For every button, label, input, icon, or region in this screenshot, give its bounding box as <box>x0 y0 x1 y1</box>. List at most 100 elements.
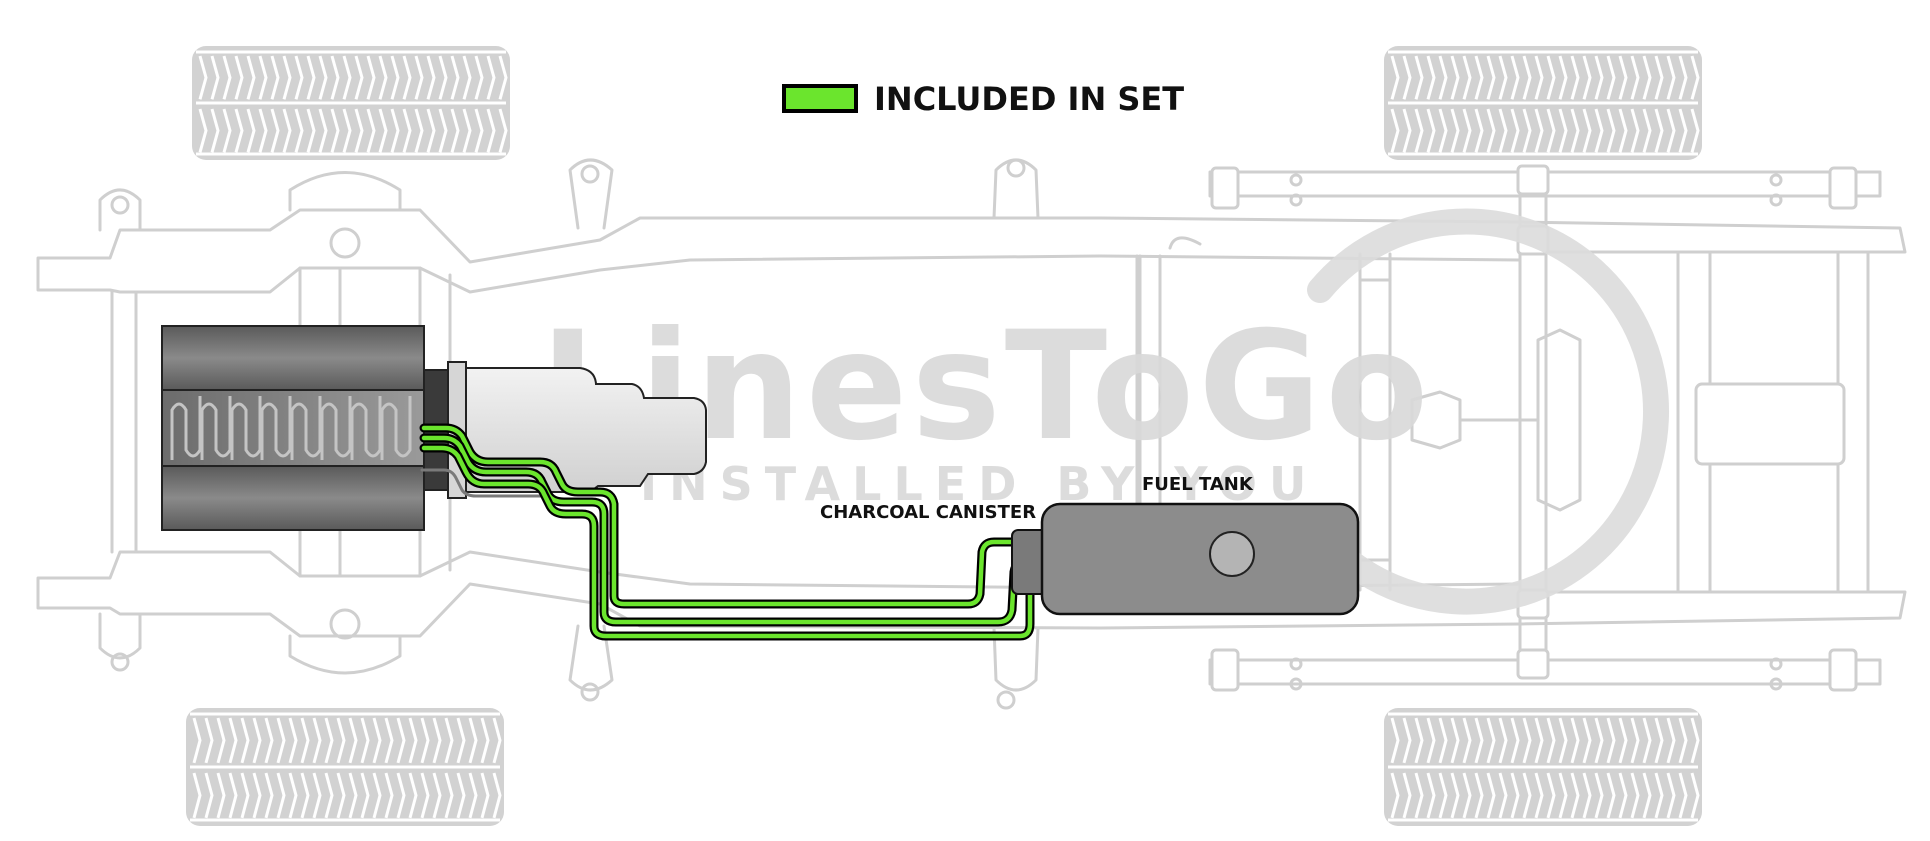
tire-tread-mark <box>1666 717 1676 764</box>
fuel-line-included <box>421 445 1045 639</box>
tire-tread-mark <box>1618 772 1628 819</box>
tire-tread-mark <box>1390 108 1400 153</box>
tire-tread-mark <box>492 717 502 764</box>
tire-tread-mark <box>1438 717 1448 764</box>
tire-tread-mark <box>1630 55 1640 100</box>
tire-tread-mark <box>204 717 214 764</box>
tire-tread-mark <box>1438 108 1448 153</box>
tire-tread-mark <box>456 772 466 819</box>
tire-tread-mark <box>1390 772 1400 819</box>
tire-tread-mark <box>276 772 286 819</box>
tire-tread-mark <box>390 55 400 100</box>
tire-tread-mark <box>1426 55 1436 100</box>
tire-tread-mark <box>1594 772 1604 819</box>
tire-tread-mark <box>336 717 346 764</box>
tire-tread-mark <box>1390 55 1400 100</box>
tire-tread-mark <box>1510 772 1520 819</box>
tire-tread-mark <box>1450 55 1460 100</box>
engine-rib <box>290 396 322 460</box>
tire-tread-mark <box>294 108 304 153</box>
tire-tread-mark <box>1498 717 1508 764</box>
tire-tread-mark <box>1414 717 1424 764</box>
tire-tread-mark <box>396 772 406 819</box>
tire-tread-mark <box>240 717 250 764</box>
tire-tread-mark <box>1450 717 1460 764</box>
tire-tread-mark <box>1438 772 1448 819</box>
tire-tread-mark <box>402 108 412 153</box>
tire-tread-mark <box>234 108 244 153</box>
engine-rib <box>350 396 382 460</box>
tire-tread-mark <box>1462 772 1472 819</box>
legend-swatch <box>782 84 858 113</box>
tire-tread-mark <box>396 717 406 764</box>
tire-tread-mark <box>492 772 502 819</box>
tire-tread-mark <box>1690 717 1700 764</box>
tire-tread-mark <box>1582 55 1592 100</box>
tire-tread-mark <box>306 55 316 100</box>
tire-tread-mark <box>1654 55 1664 100</box>
tire-tread-mark <box>192 717 202 764</box>
engine-rib <box>170 396 202 460</box>
tire-tread-mark <box>1570 717 1580 764</box>
tire-tread-mark <box>312 772 322 819</box>
tire-tread-mark <box>1546 717 1556 764</box>
tire-tread-mark <box>288 717 298 764</box>
tire-tread-mark <box>228 772 238 819</box>
tire-tread-mark <box>264 717 274 764</box>
fuel-tank: FUEL TANK <box>1040 474 1360 616</box>
tire-tread-mark <box>1498 108 1508 153</box>
tire-tread-mark <box>282 55 292 100</box>
vapor-line-grey <box>420 468 546 498</box>
tire-tread-mark <box>468 717 478 764</box>
tire-tread-mark <box>474 108 484 153</box>
tire-tread-mark <box>1582 108 1592 153</box>
fuel-line-included <box>421 425 1025 607</box>
tire-tread-mark <box>336 772 346 819</box>
tire-tread-mark <box>1474 108 1484 153</box>
tire-tread-mark <box>264 772 274 819</box>
tire-tread-mark <box>348 717 358 764</box>
tire-tread-mark <box>1390 717 1400 764</box>
tire-tread-mark <box>258 108 268 153</box>
tire-tread-mark <box>1486 108 1496 153</box>
tire-tread-mark <box>432 772 442 819</box>
tire-tread-mark <box>360 717 370 764</box>
tire-tread-mark <box>468 772 478 819</box>
tire-tread-mark <box>288 772 298 819</box>
tire-tread-mark <box>1510 108 1520 153</box>
tire-tread-mark <box>252 717 262 764</box>
tire-tread-mark <box>486 108 496 153</box>
tire-tread-mark <box>240 772 250 819</box>
tire-tread-mark <box>342 108 352 153</box>
tire-tread-mark <box>444 772 454 819</box>
tire-tread-mark <box>1606 772 1616 819</box>
tire-tread-mark <box>204 772 214 819</box>
tire-tread-mark <box>276 717 286 764</box>
tire-tread-mark <box>258 55 268 100</box>
tire-tread-mark <box>420 772 430 819</box>
tire-tread-mark <box>216 717 226 764</box>
tire-tread-mark <box>312 717 322 764</box>
tire-tread-mark <box>1546 55 1556 100</box>
tire-tread-mark <box>1426 108 1436 153</box>
tire-tread-mark <box>1666 55 1676 100</box>
tire-tread-mark <box>306 108 316 153</box>
tire-tread-mark <box>1570 772 1580 819</box>
tire-tread-mark <box>324 772 334 819</box>
tire-tread-mark <box>1402 717 1412 764</box>
tire-tread-mark <box>1558 108 1568 153</box>
tire-tread-mark <box>426 108 436 153</box>
tire-tread-mark <box>228 717 238 764</box>
fuel-line-included <box>421 435 1029 625</box>
tire-tread-mark <box>192 772 202 819</box>
tire-tread-mark <box>198 55 208 100</box>
tire-tread-mark <box>1498 772 1508 819</box>
tire-tread-mark <box>1630 772 1640 819</box>
fuel-tank-label: FUEL TANK <box>1142 474 1254 495</box>
tire-tread-mark <box>1594 108 1604 153</box>
tire-tread-mark <box>1546 772 1556 819</box>
tire-tread-mark <box>1522 55 1532 100</box>
tire-tread-mark <box>486 55 496 100</box>
charcoal-canister-label: CHARCOAL CANISTER <box>820 502 1036 523</box>
tire-tread-mark <box>1450 772 1460 819</box>
